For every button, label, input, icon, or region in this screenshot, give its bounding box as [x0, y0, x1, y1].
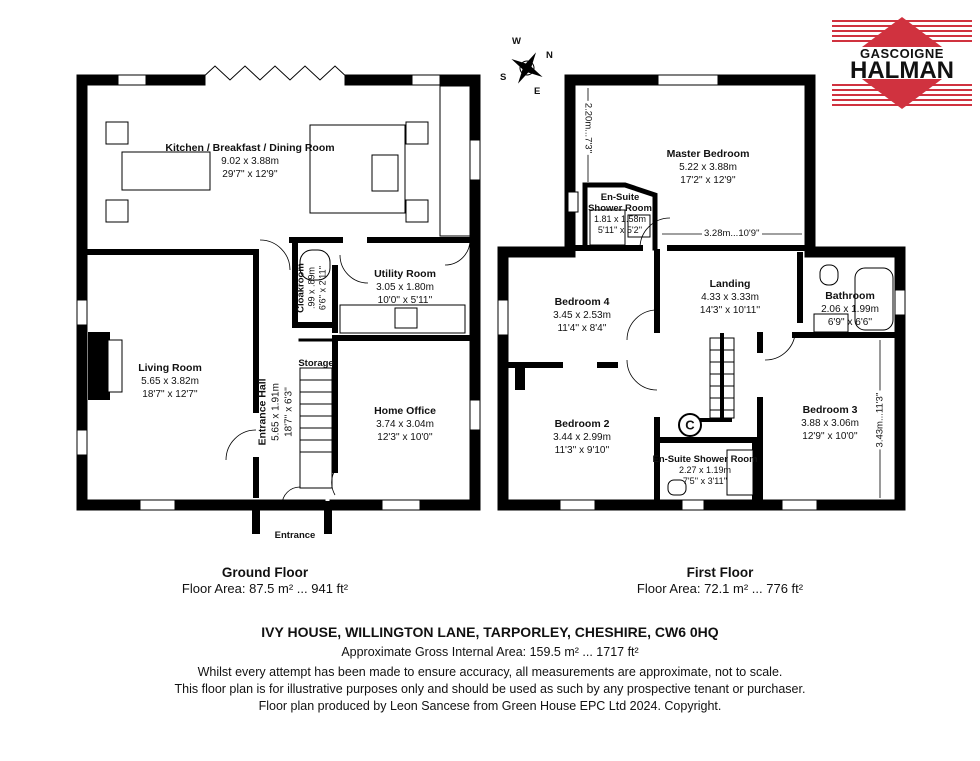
disclaimer-line: Floor plan produced by Leon Sancese from…	[258, 699, 722, 713]
compass-icon	[511, 52, 543, 84]
compass-n: N	[546, 50, 553, 61]
brand-line1: GASCOIGNE	[860, 46, 944, 61]
compass-e: E	[534, 86, 541, 97]
dimension-bedroom3: 3.43m...11'3''	[874, 390, 886, 450]
compass-s: S	[500, 72, 507, 83]
brand-line2: HALMAN	[850, 57, 954, 84]
compass-w: W	[512, 36, 521, 47]
brand-logo	[832, 17, 972, 109]
dimension-master-depth: 2.20m...7'3''	[582, 100, 594, 156]
disclaimer-line: This floor plan is for illustrative purp…	[174, 682, 806, 696]
brand-text: GASCOIGNE HALMAN	[832, 46, 972, 84]
disclaimer-line: Whilst every attempt has been made to en…	[197, 665, 783, 679]
cupboard-mark: C	[685, 417, 695, 433]
disclaimer: Whilst every attempt has been made to en…	[0, 664, 980, 715]
room-storage: Storage	[298, 358, 334, 369]
entrance-label: Entrance	[274, 530, 316, 541]
dimension-master-width: 3.28m...10'9''	[702, 228, 762, 239]
gross-area: Approximate Gross Internal Area: 159.5 m…	[341, 645, 639, 659]
property-address: IVY HOUSE, WILLINGTON LANE, TARPORLEY, C…	[261, 624, 719, 640]
